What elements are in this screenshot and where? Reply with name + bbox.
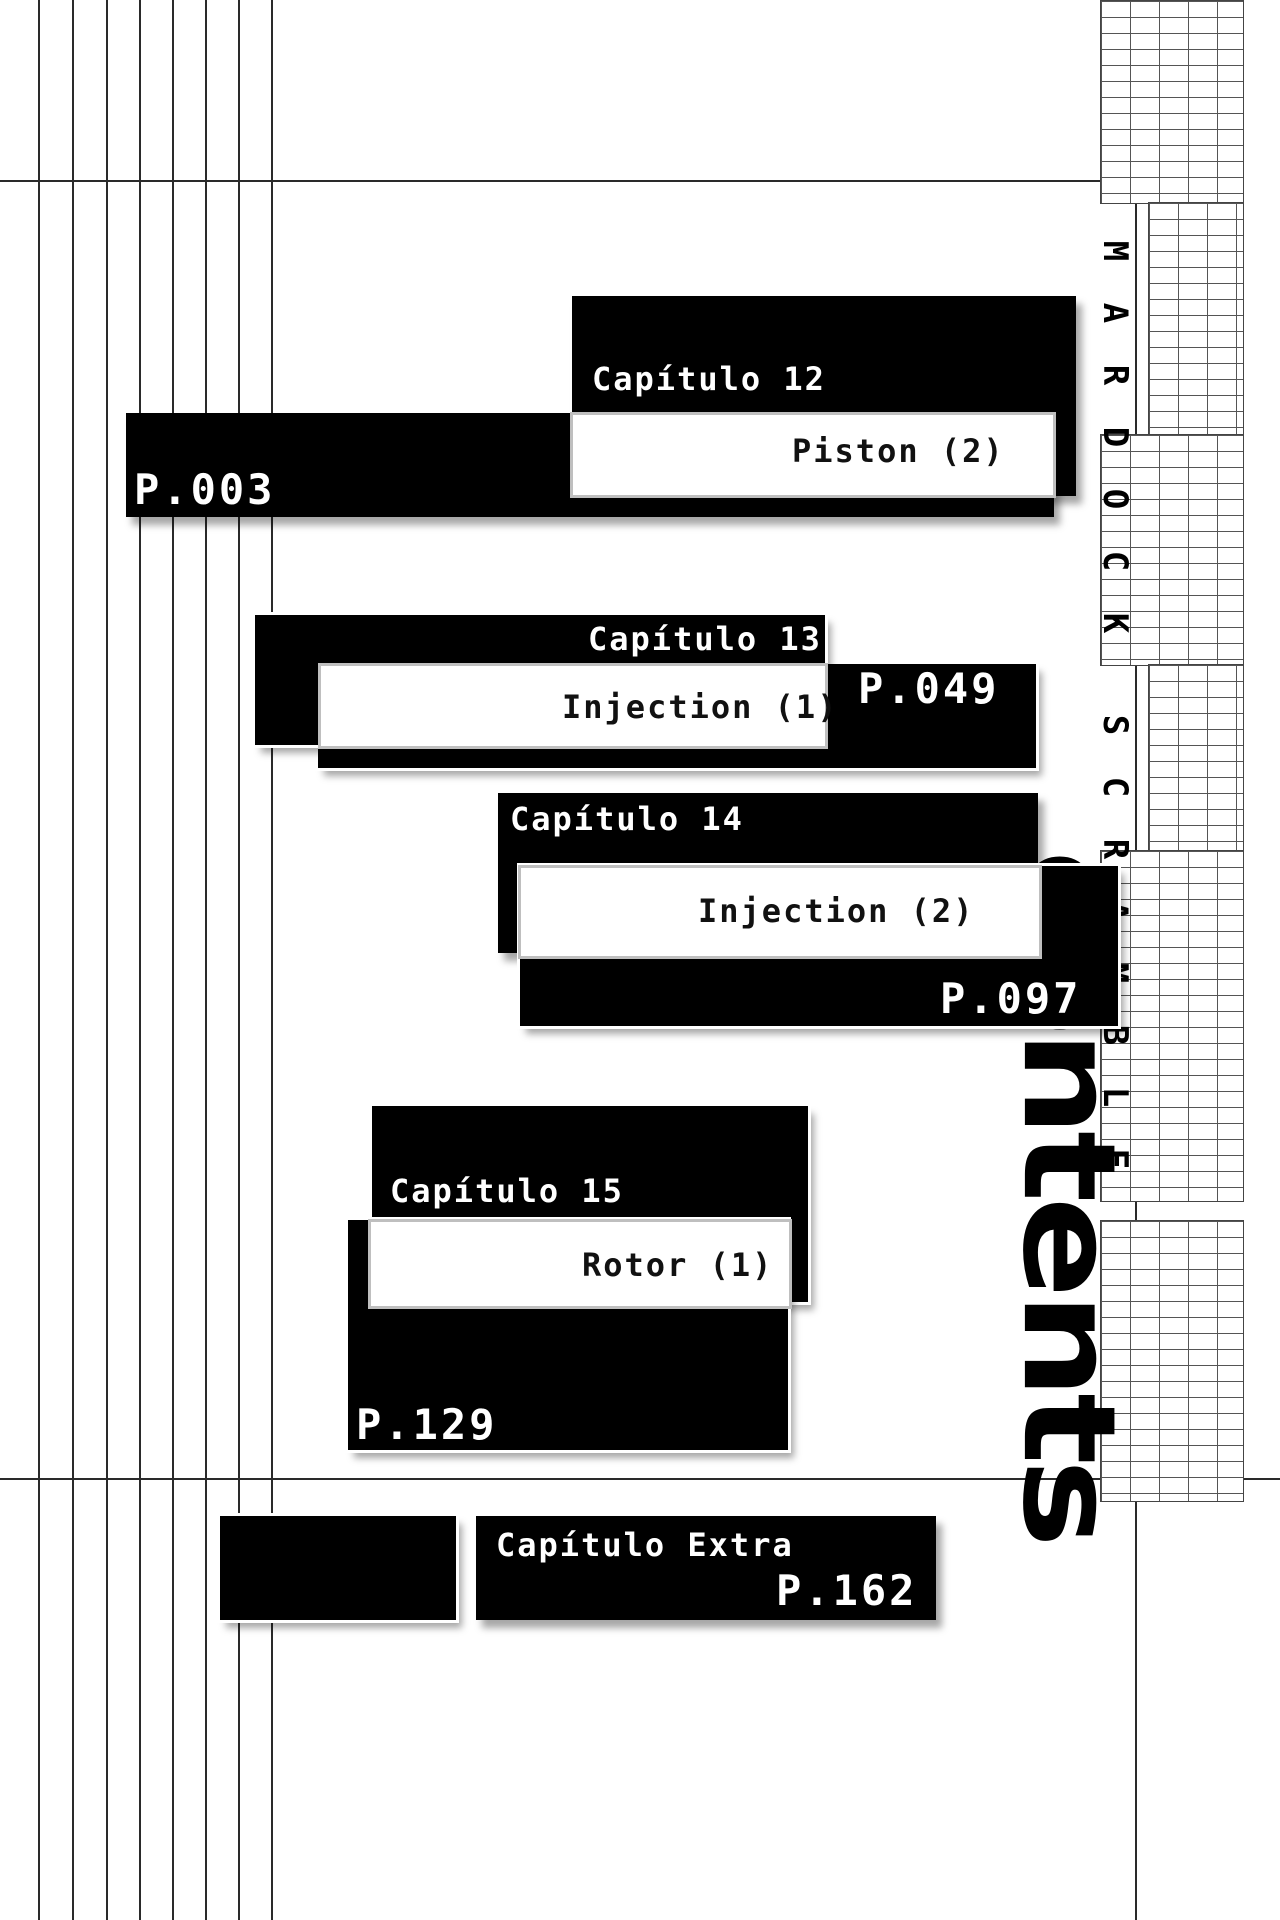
series-title-letter: A <box>1094 302 1135 324</box>
title-box <box>518 865 1042 959</box>
guide-line <box>238 0 240 1920</box>
series-title-letter: D <box>1094 426 1135 448</box>
chapter-block <box>476 1516 936 1620</box>
guide-line <box>0 1478 1280 1480</box>
page-number: P.097 <box>940 974 1082 1023</box>
guide-line <box>38 0 40 1920</box>
series-title-letter: R <box>1094 364 1135 386</box>
guide-line <box>139 0 141 1920</box>
guide-line <box>106 0 108 1920</box>
grid-panel <box>1100 0 1244 204</box>
page-number: P.003 <box>134 465 276 514</box>
grid-panel <box>1100 434 1244 666</box>
grid-panel <box>1148 664 1244 852</box>
page-number: P.049 <box>858 664 1000 713</box>
title-box <box>368 1219 792 1309</box>
decor-block <box>217 1513 459 1623</box>
chapter-label: Capítulo 14 <box>510 800 744 838</box>
chapter-label: Capítulo 15 <box>390 1172 624 1210</box>
page-number: P.129 <box>356 1400 498 1449</box>
grid-panel <box>1100 1220 1244 1502</box>
grid-panel <box>1148 202 1244 436</box>
guide-line <box>172 0 174 1920</box>
chapter-label: Capítulo 13 <box>588 620 822 658</box>
chapter-label: Capítulo 12 <box>592 360 826 398</box>
title-box <box>318 663 828 749</box>
series-title-letter: C <box>1094 550 1135 572</box>
guide-line <box>0 180 1100 182</box>
page-number: P.162 <box>776 1566 918 1615</box>
chapter-title: Injection (1) <box>562 688 839 726</box>
chapter-title: Rotor (1) <box>582 1246 774 1284</box>
chapter-title: Injection (2) <box>698 892 975 930</box>
chapter-title: Piston (2) <box>792 432 1005 470</box>
series-title-letter: M <box>1094 240 1135 262</box>
grid-panel <box>1100 850 1244 1202</box>
series-title-letter: C <box>1094 776 1135 798</box>
guide-line <box>271 0 273 1920</box>
series-title-letter: S <box>1094 714 1135 736</box>
series-title-letter: O <box>1094 488 1135 510</box>
title-box <box>570 412 1056 498</box>
chapter-label: Capítulo Extra <box>496 1526 794 1564</box>
guide-line <box>205 0 207 1920</box>
series-title-letter: K <box>1094 612 1135 634</box>
guide-line <box>72 0 74 1920</box>
